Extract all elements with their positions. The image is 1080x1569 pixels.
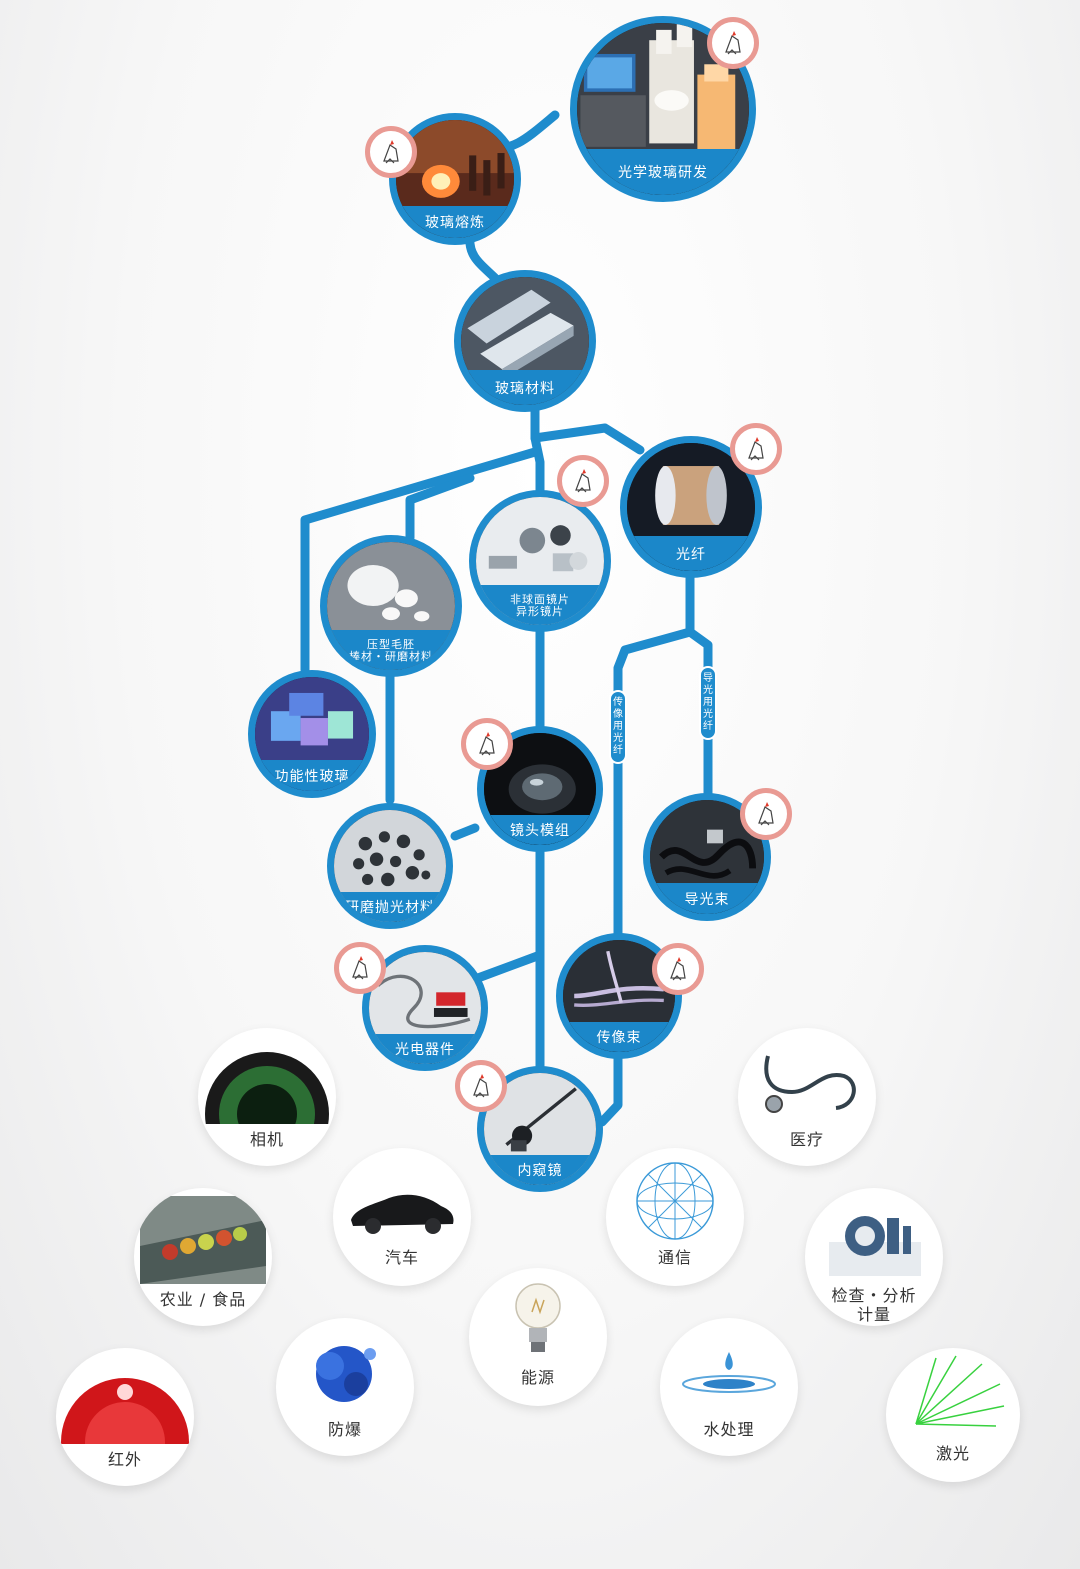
- node-label: 玻璃熔炼: [396, 206, 514, 238]
- node-polishing-material[interactable]: 研磨抛光材料: [327, 803, 453, 929]
- rooster-mascot-icon: [455, 1060, 507, 1112]
- light-bulb-icon: [515, 1283, 561, 1352]
- node-label-line2: 棒材・研磨材料: [349, 650, 433, 664]
- app-label: 医疗: [789, 1130, 824, 1149]
- water-drop-icon: [682, 1352, 776, 1393]
- stethoscope-icon: [764, 1055, 856, 1113]
- node-aspheric-lens[interactable]: 非球面镜片 异形镜片: [469, 490, 611, 632]
- node-label: 光纤: [627, 536, 755, 571]
- app-infrared[interactable]: 红外: [56, 1348, 194, 1486]
- node-label: 玻璃材料: [461, 370, 589, 405]
- rooster-mascot-icon: [707, 17, 759, 69]
- gauge-icon: [829, 1216, 921, 1276]
- branch-label-image-fiber: 传像用光纤: [609, 690, 627, 764]
- node-optoelectronic-device[interactable]: 光电器件: [362, 945, 488, 1071]
- app-label: 农业 / 食品: [159, 1290, 247, 1309]
- app-label-line2: 计量: [856, 1305, 891, 1325]
- branch-label-light-guide-fiber: 导光用光纤: [699, 666, 717, 740]
- node-functional-glass[interactable]: 功能性玻璃: [248, 670, 376, 798]
- node-label: 光学玻璃研发: [577, 148, 749, 195]
- app-agri-food[interactable]: 农业 / 食品: [134, 1188, 272, 1326]
- app-medical[interactable]: 医疗: [738, 1028, 876, 1166]
- car-icon: [351, 1194, 454, 1234]
- node-glass-material[interactable]: 玻璃材料: [454, 270, 596, 412]
- rooster-mascot-icon: [740, 788, 792, 840]
- app-water-treatment[interactable]: 水处理: [660, 1318, 798, 1456]
- app-camera[interactable]: 相机: [198, 1028, 336, 1166]
- rooster-mascot-icon: [334, 942, 386, 994]
- rooster-mascot-icon: [461, 718, 513, 770]
- app-label-line1: 检查・分析: [831, 1286, 917, 1305]
- rooster-mascot-icon: [652, 943, 704, 995]
- node-lens-module[interactable]: 镜头模组: [477, 726, 603, 852]
- app-laser[interactable]: 激光: [886, 1348, 1020, 1482]
- rooster-mascot-icon: [557, 455, 609, 507]
- fruit-conveyor-icon: [140, 1196, 266, 1284]
- node-label: 非球面镜片 异形镜片: [476, 585, 604, 625]
- app-label: 相机: [249, 1130, 284, 1149]
- node-optical-fiber[interactable]: 光纤: [620, 436, 762, 578]
- app-telecom[interactable]: 通信: [606, 1148, 744, 1286]
- app-label: 检查・分析 计量: [805, 1286, 943, 1324]
- node-label-line2: 异形镜片: [516, 605, 564, 619]
- node-label: 压型毛胚 棒材・研磨材料: [327, 630, 455, 670]
- network-sphere-icon: [636, 1162, 714, 1240]
- app-explosion-proof[interactable]: 防爆: [276, 1318, 414, 1456]
- app-label: 水处理: [703, 1420, 755, 1439]
- node-label: 研磨抛光材料: [334, 891, 446, 922]
- node-label: 内窥镜: [484, 1154, 596, 1185]
- rooster-mascot-icon: [730, 423, 782, 475]
- node-label: 传像束: [563, 1021, 675, 1052]
- app-label: 红外: [107, 1450, 142, 1469]
- node-label: 光电器件: [369, 1033, 481, 1064]
- node-label-line1: 非球面镜片: [510, 592, 570, 606]
- app-label: 汽车: [384, 1248, 419, 1267]
- app-label: 防爆: [327, 1420, 362, 1439]
- node-label: 功能性玻璃: [255, 760, 369, 791]
- laser-beams-icon: [915, 1355, 1005, 1427]
- node-label: 镜头模组: [484, 814, 596, 845]
- camera-lens-icon: [205, 1052, 329, 1124]
- app-label: 激光: [935, 1444, 970, 1463]
- app-label: 能源: [520, 1368, 555, 1387]
- app-energy[interactable]: 能源: [469, 1268, 607, 1406]
- node-press-blank[interactable]: 压型毛胚 棒材・研磨材料: [320, 535, 462, 677]
- app-label: 通信: [657, 1248, 692, 1267]
- app-inspection[interactable]: 检查・分析 计量: [805, 1188, 943, 1326]
- node-label: 导光束: [650, 883, 764, 914]
- infrared-burst-icon: [61, 1378, 189, 1444]
- app-automotive[interactable]: 汽车: [333, 1148, 471, 1286]
- node-label-line1: 压型毛胚: [367, 637, 415, 651]
- rooster-mascot-icon: [365, 126, 417, 178]
- node-glass-melting[interactable]: 玻璃熔炼: [389, 113, 521, 245]
- blue-explosion-icon: [316, 1346, 376, 1402]
